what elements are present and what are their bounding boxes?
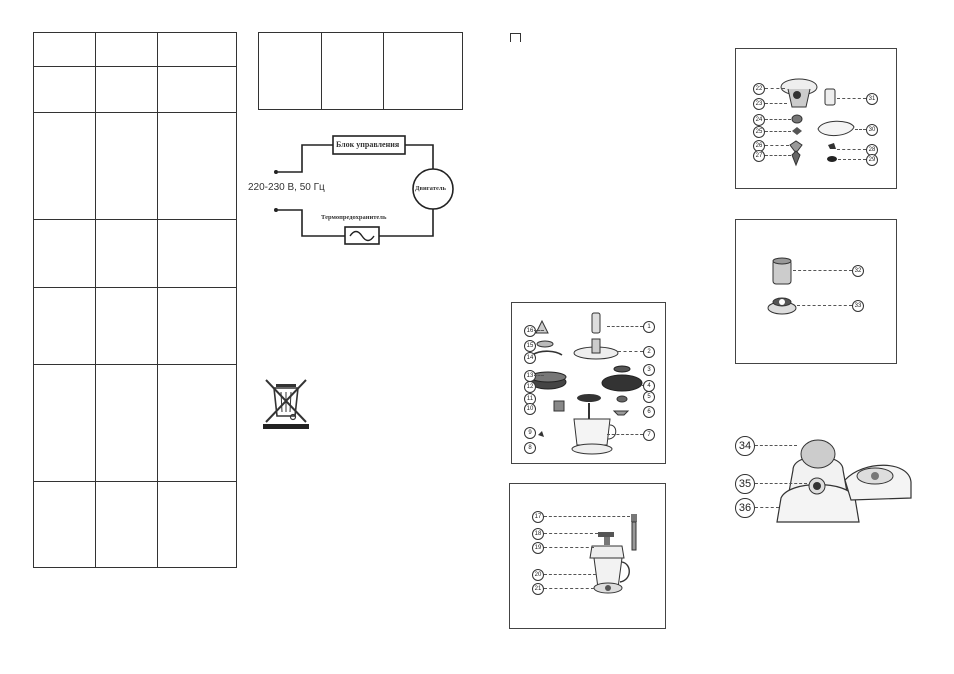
part-label: 1 xyxy=(643,321,655,333)
part-label: 8 xyxy=(524,442,536,454)
part-label: 7 xyxy=(643,429,655,441)
part-label: 14 xyxy=(524,352,536,364)
part-label: 26 xyxy=(753,140,765,152)
weee-symbol xyxy=(262,378,310,430)
motor-base-drawing xyxy=(776,439,912,523)
part-label: 10 xyxy=(524,403,536,415)
part-label: 22 xyxy=(753,83,765,95)
part-label: 5 xyxy=(643,391,655,403)
part-label: 29 xyxy=(866,154,878,166)
part-label: 25 xyxy=(753,126,765,138)
processor-parts-drawing xyxy=(529,312,643,455)
part-label: 12 xyxy=(524,381,536,393)
part-label: 36 xyxy=(735,498,755,518)
part-label: 16 xyxy=(524,325,536,337)
part-label: 32 xyxy=(852,265,864,277)
part-label: 23 xyxy=(753,98,765,110)
part-label: 24 xyxy=(753,114,765,126)
part-label: 15 xyxy=(524,340,536,352)
motor-base-diagram: 34 35 36 xyxy=(733,430,933,535)
circuit-wires xyxy=(274,135,454,245)
part-label: 17 xyxy=(532,511,544,523)
part-label: 21 xyxy=(532,583,544,595)
page-marker xyxy=(510,33,521,42)
juicer-parts-drawing xyxy=(780,78,855,167)
part-label: 28 xyxy=(866,144,878,156)
exploded-diagram-cup: 32 33 xyxy=(735,219,897,364)
part-label: 34 xyxy=(735,436,755,456)
part-label: 20 xyxy=(532,569,544,581)
part-label: 9 xyxy=(524,427,536,439)
part-label: 33 xyxy=(852,300,864,312)
cup-parts-drawing xyxy=(767,257,797,315)
part-label: 35 xyxy=(735,474,755,494)
exploded-diagram-blender: 17 18 19 20 21 xyxy=(509,483,666,629)
circuit-diagram: Блок управления Двигатель 220-230 В, 50 … xyxy=(245,130,475,245)
part-label: 6 xyxy=(643,406,655,418)
part-label: 3 xyxy=(643,364,655,376)
part-label: 19 xyxy=(532,542,544,554)
spec-table-left xyxy=(33,32,237,568)
part-label: 31 xyxy=(866,93,878,105)
part-label: 2 xyxy=(643,346,655,358)
blender-parts-drawing xyxy=(589,514,637,594)
voltage-label: 220-230 В, 50 Гц xyxy=(248,182,325,193)
control-unit-label: Блок управления xyxy=(336,140,400,149)
crossed-out-bin-icon xyxy=(263,379,309,429)
exploded-diagram-processor: 16 15 14 13 12 11 10 9 8 1 2 3 4 5 6 7 xyxy=(511,302,666,464)
spec-table-right xyxy=(258,32,463,110)
part-label: 27 xyxy=(753,150,765,162)
thermal-fuse-label: Термопредохранитель xyxy=(321,214,387,221)
exploded-diagram-juicer: 22 23 24 25 26 27 31 30 28 29 xyxy=(735,48,897,189)
motor-label: Двигатель xyxy=(415,185,446,192)
part-label: 18 xyxy=(532,528,544,540)
part-label: 30 xyxy=(866,124,878,136)
